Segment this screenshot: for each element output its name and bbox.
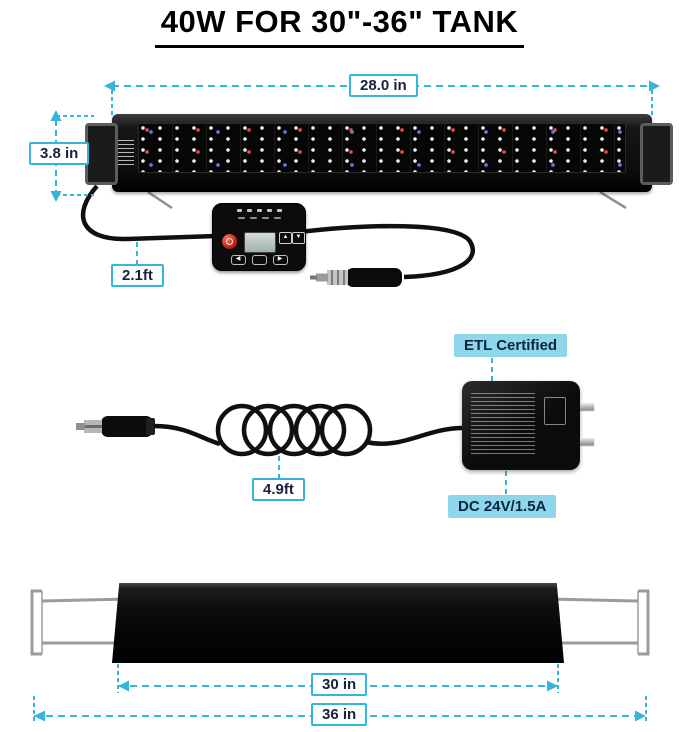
page-title: 40W FOR 30"-36" TANK [0,4,679,48]
cable-coil [215,403,373,457]
max-span-label: 36 in [311,703,368,726]
arrow-right-icon [635,710,646,722]
controller-bottom-buttons: ◀ ▶ [213,255,305,265]
width-dimension-label: 28.0 in [349,74,418,97]
indicator-icon [236,209,242,212]
mode-icon [249,217,257,219]
mode-icon [261,217,269,219]
power-cable-length-label: 4.9ft [252,478,305,501]
cable-controller-to-connector [299,223,476,280]
remote-controller: ▲ ▼ ◀ ▶ [212,203,306,271]
light-fixture [85,114,673,192]
height-dimension-label: 3.8 in [29,142,90,165]
light-fixture-top-view [112,583,564,663]
min-span-label: 30 in [311,673,368,696]
title-text: 40W FOR 30"-36" TANK [154,4,525,48]
mode-icon [273,217,281,219]
brand-text [118,140,134,168]
lcd-display [244,232,276,253]
dc-output-label: DC 24V/1.5A [448,495,557,518]
dc-connector [310,268,402,287]
adapter-spec-label [471,393,535,455]
indicator-icon [256,209,262,212]
stand-wires [147,190,627,210]
indicator-icon [246,209,252,212]
mount-arm-right [640,123,673,185]
etl-certified-label: ETL Certified [454,334,568,357]
controller-indicator-icons [213,209,305,212]
right-button: ▶ [272,255,288,265]
cable-light-to-controller [80,184,217,242]
plug-prong-bottom [580,438,594,445]
arrow-down-icon [50,191,62,202]
power-adapter [462,381,594,470]
up-button: ▲ [279,232,292,244]
bracket-left [30,589,129,656]
indicator-icon [266,209,272,212]
controller-cable-length-label: 2.1ft [111,264,164,287]
arrow-left-icon [118,680,129,692]
adapter-certification-mark [544,397,566,425]
left-button: ◀ [230,255,246,265]
controller-cable-assembly [80,184,627,287]
down-button: ▼ [292,232,305,244]
power-button [222,234,237,249]
controller-mode-icons [213,217,305,219]
arrow-left-icon [104,80,115,92]
power-cable-to-adapter [365,425,464,446]
arrow-right-icon [547,680,558,692]
bracket-right [547,589,650,656]
arrow-left-icon [34,710,45,722]
arrow-up-icon [50,110,62,121]
indicator-icon [276,209,282,212]
power-cable [153,423,221,447]
plug-prong-top [580,403,594,410]
led-panel [138,123,626,173]
mode-icon [237,217,245,219]
arrow-right-icon [649,80,660,92]
dc-barrel-plug [76,416,155,437]
power-cable-assembly [76,358,507,495]
ok-button [251,255,267,265]
